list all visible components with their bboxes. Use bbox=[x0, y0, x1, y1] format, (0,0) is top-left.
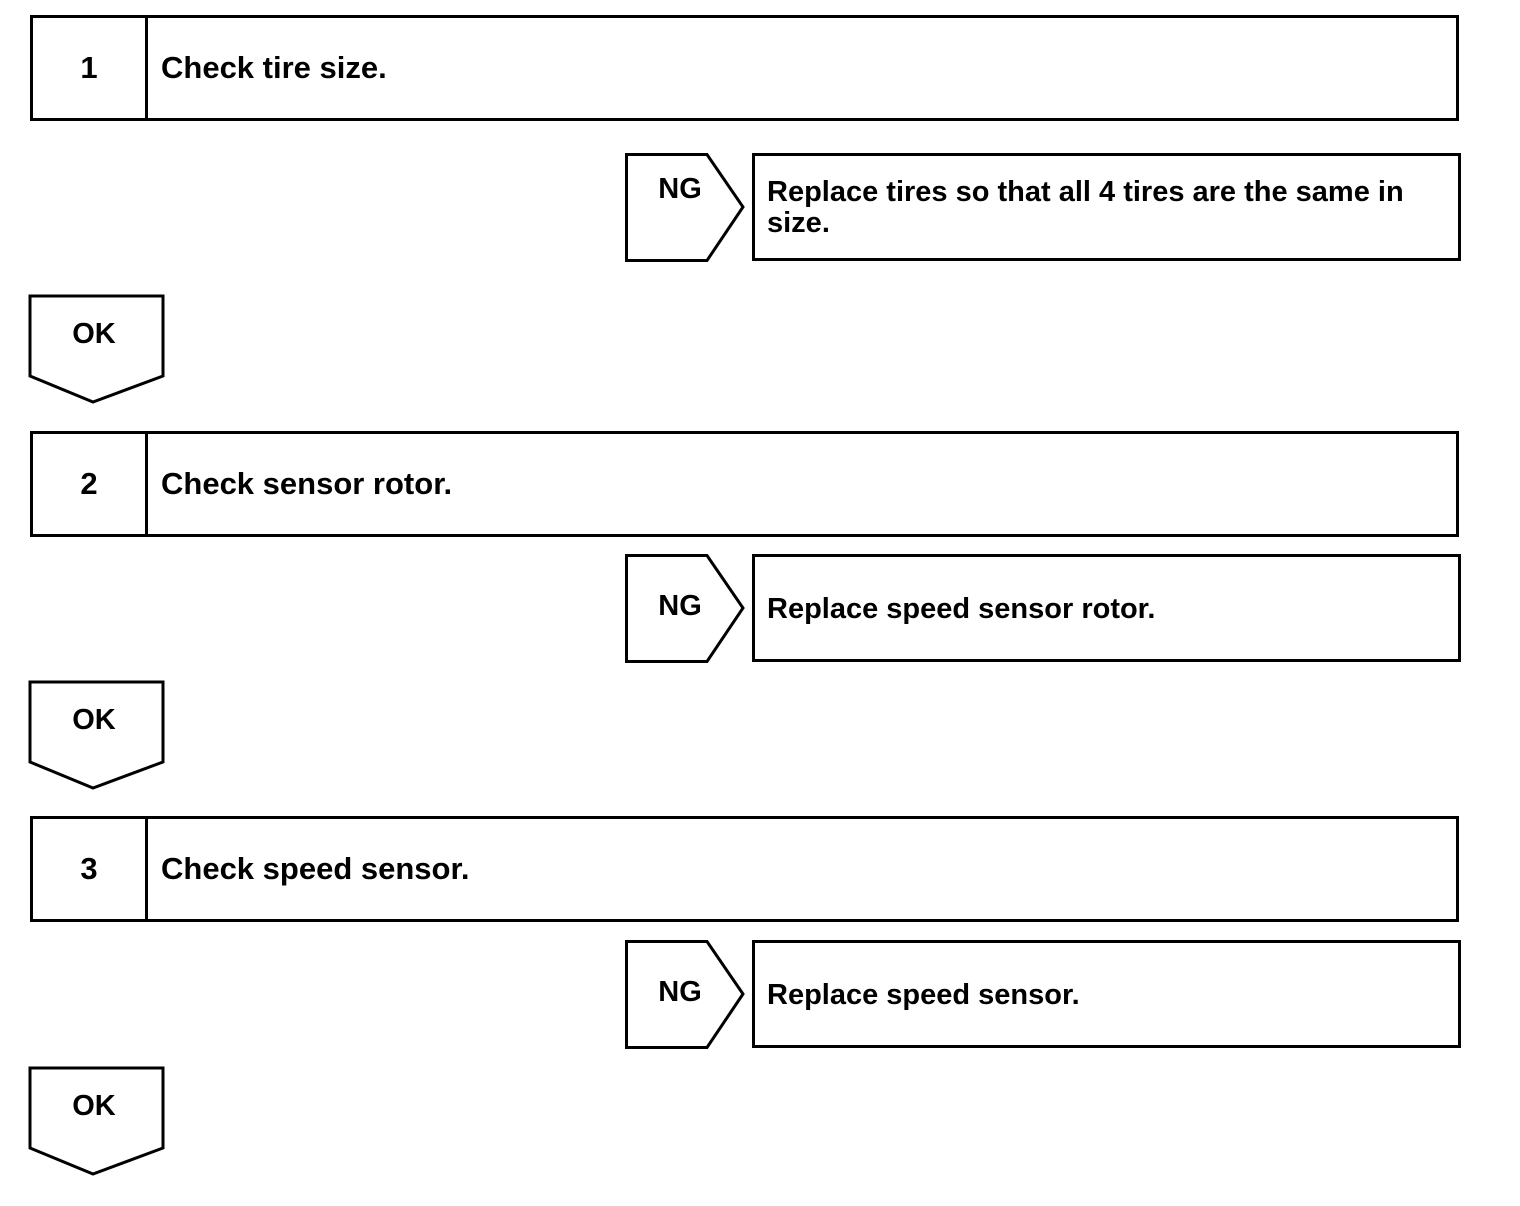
step-2-title: Check sensor rotor. bbox=[161, 466, 453, 501]
ng-arrow-icon bbox=[625, 554, 745, 663]
step-3-ng-label: NG bbox=[658, 976, 702, 1008]
step-3-title: Check speed sensor. bbox=[161, 851, 470, 886]
step-3-box: 3 Check speed sensor. bbox=[30, 816, 1459, 922]
step-1-ng-action: Replace tires so that all 4 tires are th… bbox=[752, 153, 1461, 261]
step-3-ok-label: OK bbox=[72, 1090, 116, 1122]
step-1-title: Check tire size. bbox=[161, 50, 387, 85]
ng-arrow-icon bbox=[625, 153, 745, 262]
step-2-ok-tag: OK bbox=[28, 680, 166, 790]
step-2-ok-label: OK bbox=[72, 704, 116, 736]
step-1-number: 1 bbox=[33, 18, 148, 118]
ok-arrow-down-icon bbox=[28, 680, 165, 790]
step-1-box: 1 Check tire size. bbox=[30, 15, 1459, 121]
step-2-ng-tag: NG bbox=[625, 554, 747, 664]
step-1-ng-label: NG bbox=[658, 173, 702, 205]
ng-arrow-icon bbox=[625, 940, 745, 1049]
step-3-number: 3 bbox=[33, 819, 148, 919]
step-1-ok-label: OK bbox=[72, 318, 116, 350]
step-3-ng-action: Replace speed sensor. bbox=[752, 940, 1461, 1048]
ok-arrow-down-icon bbox=[28, 294, 165, 404]
step-1-ok-tag: OK bbox=[28, 294, 166, 404]
step-3-ok-tag: OK bbox=[28, 1066, 166, 1176]
ok-arrow-down-icon bbox=[28, 1066, 165, 1176]
step-1-ng-tag: NG bbox=[625, 153, 747, 263]
step-2-number: 2 bbox=[33, 434, 148, 534]
step-2-ng-action: Replace speed sensor rotor. bbox=[752, 554, 1461, 662]
step-2-ng-label: NG bbox=[658, 590, 702, 622]
step-3-ng-tag: NG bbox=[625, 940, 747, 1050]
step-2-box: 2 Check sensor rotor. bbox=[30, 431, 1459, 537]
